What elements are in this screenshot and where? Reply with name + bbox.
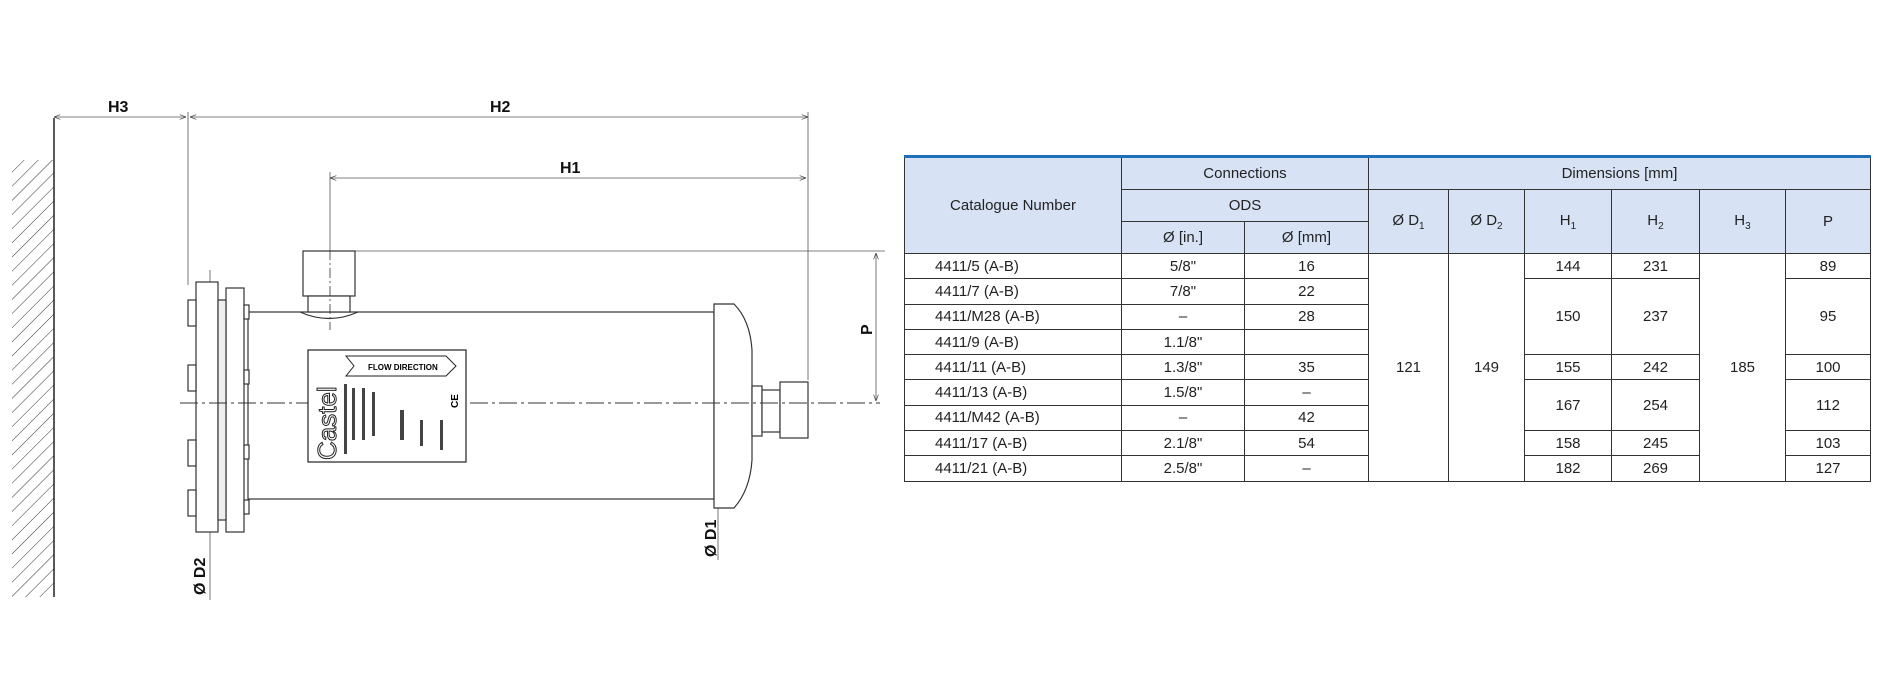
- d1-value: 121: [1368, 253, 1449, 482]
- table-row: 4411/M28 (A-B)–28: [904, 303, 1871, 330]
- dimension-lines: [54, 112, 885, 600]
- ce-mark: CE: [450, 394, 461, 408]
- flange-inner: [225, 287, 245, 533]
- header-h1: H1: [1524, 189, 1612, 254]
- dim-label-d2: Ø D2: [192, 558, 209, 595]
- header-d1: Ø D1: [1368, 189, 1449, 254]
- table-row: 4411/M42 (A-B)–42: [904, 404, 1871, 432]
- header-in: Ø [in.]: [1121, 221, 1245, 254]
- header-ods: ODS: [1121, 189, 1369, 222]
- filter-drier-shell: [187, 250, 809, 533]
- dim-label-p: P: [859, 324, 876, 335]
- wall: [12, 118, 55, 597]
- dim-label-d1: Ø D1: [703, 520, 720, 557]
- header-connections: Connections: [1121, 156, 1369, 190]
- d2-value: 149: [1448, 253, 1525, 482]
- inlet-connector: [302, 250, 356, 297]
- header-p: P: [1785, 189, 1871, 254]
- dim-label-h1: H1: [560, 160, 581, 177]
- h3-value: 185: [1699, 253, 1786, 482]
- header-h2: H2: [1611, 189, 1700, 254]
- nameplate: Castel FLOW DIRECTION CE: [307, 349, 467, 463]
- dimensions-table: Catalogue Number Connections Dimensions …: [904, 155, 1871, 482]
- technical-drawing: H3 H2 H1 P Ø D1 Ø D2 Castel FLOW DIRECTI…: [12, 99, 885, 600]
- header-mm: Ø [mm]: [1244, 221, 1369, 254]
- header-h3: H3: [1699, 189, 1786, 254]
- dim-label-h2: H2: [490, 99, 511, 116]
- outlet-connector: [779, 381, 809, 439]
- flow-direction-label: FLOW DIRECTION: [368, 363, 438, 372]
- header-d2: Ø D2: [1448, 189, 1525, 254]
- header-dimensions: Dimensions [mm]: [1368, 156, 1871, 190]
- table-row: 4411/9 (A-B)1.1/8": [904, 328, 1871, 356]
- flange-outer: [195, 281, 219, 533]
- header-catalogue-number: Catalogue Number: [904, 156, 1122, 254]
- end-cap: [713, 303, 753, 509]
- dim-label-h3: H3: [108, 99, 129, 116]
- brand-logo: Castel: [312, 386, 342, 460]
